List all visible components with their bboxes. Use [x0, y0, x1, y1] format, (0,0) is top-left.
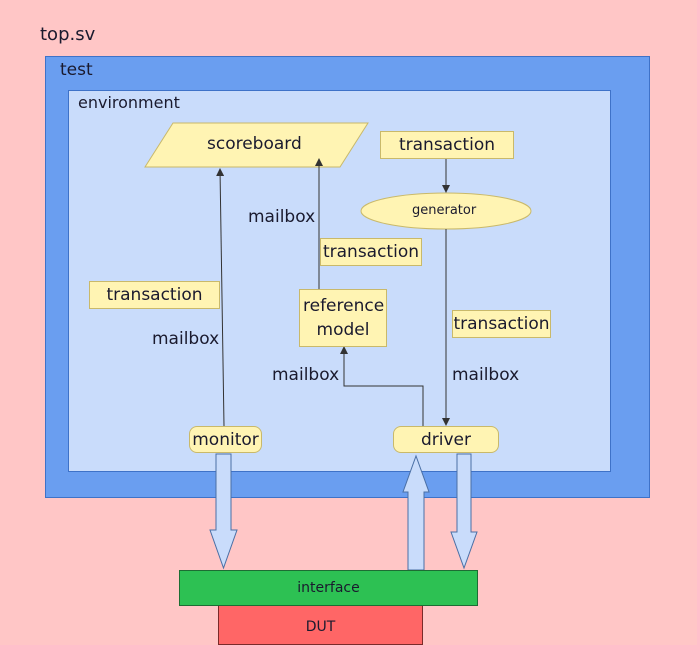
monitor-bus-arrow — [209, 453, 238, 570]
interface-label: interface — [297, 580, 360, 596]
transaction-middle-box: transaction — [320, 238, 422, 266]
test-label: test — [60, 60, 93, 80]
mailbox-driver-refmodel-label: mailbox — [272, 365, 340, 385]
environment-label: environment — [78, 93, 180, 112]
reference-model-block: reference model — [299, 289, 387, 347]
mailbox-monitor-scoreboard-label: mailbox — [152, 329, 220, 349]
top-sv-label: top.sv — [40, 24, 96, 45]
transaction-left-box: transaction — [89, 281, 220, 309]
driver-to-refmodel-arrow — [340, 346, 424, 426]
reference-model-label: reference model — [303, 296, 385, 340]
scoreboard-label: scoreboard — [207, 134, 302, 154]
mailbox-generator-driver-label: mailbox — [452, 365, 520, 385]
generator-label: generator — [412, 203, 477, 218]
dut-label: DUT — [305, 619, 336, 635]
driver-block: driver — [393, 426, 499, 453]
driver-output-bus-arrow — [450, 453, 478, 570]
scoreboard-shape — [144, 122, 369, 168]
monitor-block: monitor — [189, 426, 262, 453]
dut-block: DUT — [218, 604, 423, 645]
driver-input-bus-arrow — [402, 454, 430, 571]
transaction-top-box: transaction — [380, 131, 514, 159]
interface-block: interface — [179, 570, 478, 606]
mailbox-refmodel-scoreboard-label: mailbox — [248, 207, 316, 227]
monitor-to-scoreboard-arrow — [216, 168, 225, 427]
transaction-right-box: transaction — [452, 310, 551, 338]
